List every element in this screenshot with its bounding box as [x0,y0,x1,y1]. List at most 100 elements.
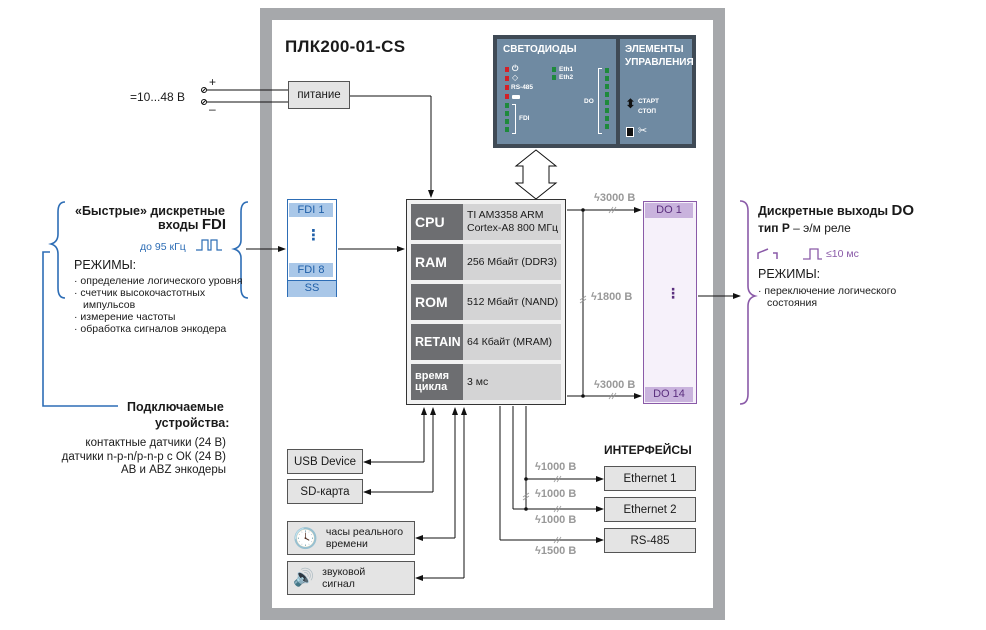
led-do-3 [605,84,609,89]
fdi-dots: ⋮ [306,227,321,244]
ss-cell: SS [288,280,336,297]
fdi-mode-item: · счетчик высокочастотных импульсов [74,287,206,311]
fdi-freq: до 95 кГц [140,241,186,253]
do-1-cell: DO 1 [645,203,693,218]
fdi-title-line1: «Быстрые» дискретные [75,204,225,218]
do-block [643,201,697,404]
do-title-prefix: Дискретные выходы [758,204,892,218]
led-do-1 [605,68,609,73]
fdi-pulse-icon [196,239,222,251]
cycle-key: время цикла [411,364,463,400]
clock-icon: 🕓 [293,527,318,550]
led-eth2-label: Eth2 [559,74,574,81]
diamond-icon: ◇ [512,73,519,82]
devices-title-line2: устройства: [155,416,230,430]
led-rs485 [505,85,509,90]
fdi-modes-title: РЕЖИМЫ: [74,258,137,272]
led-fdi-2 [505,111,509,116]
rom-value: 512 Мбайт (NAND) [463,284,561,320]
power-block: питание [288,81,350,109]
leds-section [497,39,616,144]
eth-between-isolation: ϟ1000 В [535,488,577,500]
rs485-block: RS-485 [604,528,696,553]
terminal-icons [201,87,207,105]
do-mode-item: · переключение логического состояния [758,285,897,309]
do-modes-title: РЕЖИМЫ: [758,267,821,281]
do-isolation-top: ϟ3000 В [594,192,636,204]
device-title: ПЛК200-01-CS [285,37,406,56]
ethernet-2-block: Ethernet 2 [604,497,696,522]
power-minus-label: – [209,102,216,116]
rom-key: ROM [411,284,463,320]
usb-device-block: USB Device [287,449,363,474]
fdi-title-prefix: входы [158,218,202,232]
led-eth2 [552,75,556,80]
led-do-5 [605,100,609,105]
stop-label: СТОП [638,108,657,115]
devices-list: контактные датчики (24 В) датчики n-p-n/… [30,437,226,478]
ram-value: 256 Мбайт (DDR3) [463,244,561,280]
leds-title: СВЕТОДИОДЫ [503,44,577,55]
led-do-7 [605,116,609,121]
rom-row: ROM 512 Мбайт (NAND) [411,284,561,320]
ram-key: RAM [411,244,463,280]
do-isolation-bottom: ϟ3000 В [594,379,636,391]
device-item: датчики n-p-n/p-n-p с ОК (24 В) [61,450,226,463]
power-wires [207,89,434,198]
fdi-modes-list: · определение логического уровня · счетч… [74,275,244,335]
led-do-8 [605,124,609,129]
rs485-isolation: ϟ1500 В [535,545,577,557]
do-timing: ≤10 мс [826,248,859,260]
do-title: Дискретные выходы DO [758,202,915,219]
fdi-title-line2: входы FDI [158,216,227,233]
relay-contact-icon [757,248,778,259]
do-title-accent: DO [891,202,915,219]
led-battery [505,94,509,99]
led-fdi-4 [505,127,509,132]
led-do-6 [605,108,609,113]
device-item: контактные датчики (24 В) [85,437,226,449]
led-run [505,76,509,81]
led-rs485-label: RS-485 [511,84,534,91]
ram-row: RAM 256 Мбайт (DDR3) [411,244,561,280]
retain-key: RETAIN [411,324,463,360]
battery-icon [512,95,520,99]
do-type-rest: – э/м реле [789,221,851,235]
cpu-key: CPU [411,204,463,240]
speaker-icon: 🔊 [293,568,315,587]
led-do-4 [605,92,609,97]
fdi-title-accent: FDI [201,216,227,233]
cpu-value: TI AM3358 ARM Cortex-A8 800 МГц [463,204,561,240]
fdi-led-bracket [512,104,516,134]
led-power [505,67,509,72]
led-fdi-1 [505,103,509,108]
cpu-row: CPU TI AM3358 ARM Cortex-A8 800 МГц [411,204,561,240]
fdi-8-cell: FDI 8 [289,263,333,277]
fdi-mode-item: · определение логического уровня [74,275,243,287]
led-do-2 [605,76,609,81]
do-type: тип Р – э/м реле [758,222,851,235]
cycle-value: 3 мс [463,364,561,400]
tools-icon: ✂ [638,125,648,137]
controls-title-1: ЭЛЕМЕНТЫ [625,44,684,55]
do-pulse-icon [803,248,822,260]
led-fdi-3 [505,119,509,124]
do-type-bold: тип Р [758,221,790,235]
led-do-label: DO [584,98,594,105]
do-14-cell: DO 14 [645,387,693,402]
fdi-brackets [42,201,249,407]
bus-double-arrow [514,149,558,200]
ethernet-1-block: Ethernet 1 [604,466,696,491]
interfaces-title: ИНТЕРФЕЙСЫ [604,443,692,457]
power-voltage-label: =10...48 В [130,90,186,104]
eth2-isolation: ϟ1000 В [535,514,577,526]
eth1-isolation: ϟ1000 В [535,461,577,473]
retain-value: 64 Кбайт (MRAM) [463,324,561,360]
fdi-1-cell: FDI 1 [289,203,333,217]
retain-row: RETAIN 64 Кбайт (MRAM) [411,324,561,360]
start-stop-arrow-icon: ⬍ [625,96,636,111]
